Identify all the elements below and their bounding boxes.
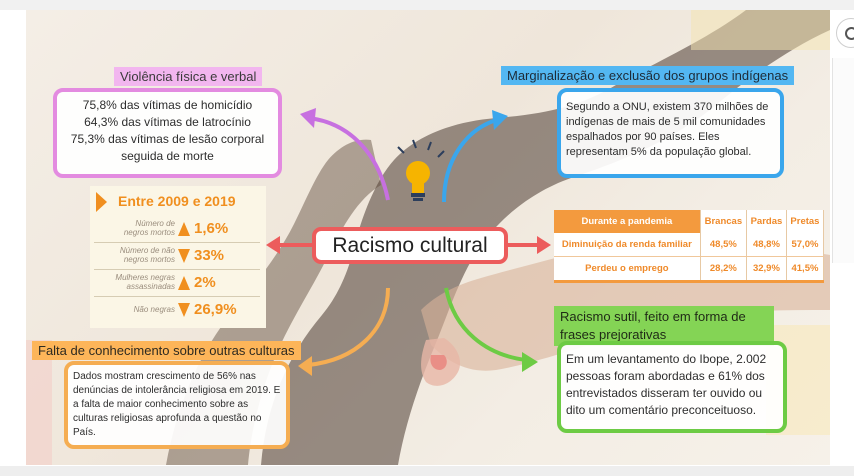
stats-row-value: 33% bbox=[194, 247, 225, 264]
lightbulb-icon bbox=[397, 139, 445, 201]
top-toolbar-strip bbox=[0, 0, 854, 10]
falta-box[interactable]: Dados mostram crescimento de 56% nas den… bbox=[64, 361, 290, 449]
stats-row: Número de negros mortos 1,6% bbox=[94, 218, 260, 243]
table-cell: 41,5% bbox=[786, 256, 825, 283]
violencia-line: 75,3% das vítimas de lesão corporal bbox=[70, 132, 265, 146]
sutil-label[interactable]: Racismo sutil, feito em forma de frases … bbox=[554, 306, 774, 346]
search-icon[interactable] bbox=[836, 18, 854, 48]
sutil-text: Em um levantamento do Ibope, 2.002 pesso… bbox=[566, 352, 767, 417]
arrow-up-icon bbox=[178, 222, 190, 236]
table-cell: 28,2% bbox=[700, 256, 747, 283]
violencia-line: 75,8% das vítimas de homicídio bbox=[82, 98, 253, 112]
stats-row-label: Mulheres negras assassinadas bbox=[115, 273, 175, 291]
table-cell: 57,0% bbox=[786, 233, 825, 257]
play-arrow-icon bbox=[96, 192, 107, 212]
stats-row-label: Não negras bbox=[133, 305, 175, 314]
table-cell: Diminuição da renda familiar bbox=[554, 233, 701, 257]
stats-row-value: 26,9% bbox=[194, 301, 237, 318]
table-header-cell: Brancas bbox=[700, 210, 747, 233]
marginalizacao-box[interactable]: Segundo a ONU, existem 370 milhões de in… bbox=[557, 88, 784, 178]
bottom-strip bbox=[0, 466, 854, 476]
table-header-cell: Pardas bbox=[746, 210, 787, 233]
pandemic-table[interactable]: Durante a pandemia Brancas Pardas Pretas… bbox=[554, 210, 825, 283]
table-cell: Perdeu o emprego bbox=[554, 256, 701, 283]
marginalizacao-text: Segundo a ONU, existem 370 milhões de in… bbox=[566, 101, 769, 158]
falta-text: Dados mostram crescimento de 56% nas den… bbox=[73, 371, 281, 438]
violencia-label[interactable]: Violência física e verbal bbox=[114, 67, 263, 86]
table-row: Diminuição da renda familiar 48,5% 48,8%… bbox=[554, 233, 825, 257]
stats-infographic[interactable]: Entre 2009 e 2019 Número de negros morto… bbox=[90, 186, 266, 328]
sutil-box[interactable]: Em um levantamento do Ibope, 2.002 pesso… bbox=[557, 341, 787, 433]
table-row: Perdeu o emprego 28,2% 32,9% 41,5% bbox=[554, 256, 825, 283]
side-panel bbox=[832, 58, 854, 263]
marginalizacao-label[interactable]: Marginalização e exclusão dos grupos ind… bbox=[501, 66, 795, 85]
stats-row: Mulheres negras assassinadas 2% bbox=[94, 272, 260, 297]
stats-header: Entre 2009 e 2019 bbox=[96, 192, 256, 212]
table-cell: 48,5% bbox=[700, 233, 747, 257]
stats-row: Não negras 26,9% bbox=[94, 299, 260, 323]
violencia-line: 64,3% das vítimas de latrocínio bbox=[84, 115, 251, 129]
stats-row-label: Número de não negros mortos bbox=[119, 246, 175, 264]
table-header-cell: Durante a pandemia bbox=[554, 210, 701, 233]
stats-title: Entre 2009 e 2019 bbox=[118, 193, 236, 209]
arrow-down-icon bbox=[178, 249, 190, 263]
violencia-box[interactable]: 75,8% das vítimas de homicídio 64,3% das… bbox=[53, 88, 282, 178]
stats-row-value: 1,6% bbox=[194, 220, 229, 237]
arrow-down-icon bbox=[178, 303, 190, 317]
violencia-line: seguida de morte bbox=[121, 149, 214, 163]
central-topic[interactable]: Racismo cultural bbox=[312, 227, 508, 264]
stats-row-label: Número de negros mortos bbox=[123, 219, 175, 237]
table-header-cell: Pretas bbox=[786, 210, 825, 233]
stats-row-value: 2% bbox=[194, 274, 216, 291]
stats-row: Número de não negros mortos 33% bbox=[94, 245, 260, 270]
mindmap-canvas[interactable]: Violência física e verbal 75,8% das víti… bbox=[26, 10, 830, 465]
falta-label[interactable]: Falta de conhecimento sobre outras cultu… bbox=[32, 341, 301, 360]
table-cell: 32,9% bbox=[746, 256, 787, 283]
table-cell: 48,8% bbox=[746, 233, 787, 257]
arrow-up-icon bbox=[178, 276, 190, 290]
